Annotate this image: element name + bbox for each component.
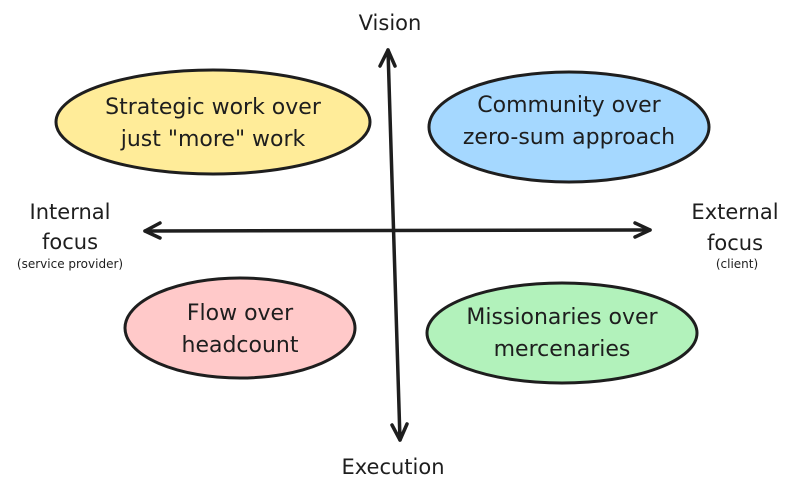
quadrant-flow: Flow over headcount <box>123 276 357 380</box>
pink-ellipse <box>123 276 357 380</box>
vertical-axis <box>386 48 402 442</box>
arrow-left-icon <box>143 221 162 240</box>
quadrant-label-line2: headcount <box>182 333 299 358</box>
axis-label-top: Vision <box>359 11 422 35</box>
green-ellipse <box>425 281 699 385</box>
axis-label-right-line1: External <box>691 200 778 224</box>
quadrant-missionaries: Missionaries over mercenaries <box>425 281 699 385</box>
quadrant-label-line2: zero-sum approach <box>463 125 675 150</box>
axis-label-left-line1: Internal <box>30 200 111 224</box>
axis-label-left-note: (service provider) <box>17 257 123 271</box>
blue-ellipse <box>427 70 711 184</box>
axis-label-right-line2: focus <box>707 231 763 255</box>
quadrant-community: Community over zero-sum approach <box>427 70 711 184</box>
axis-label-bottom: Execution <box>341 455 444 479</box>
quadrant-label-line1: Community over <box>477 93 661 118</box>
axis-label-right-note: (client) <box>716 257 758 271</box>
arrow-down-icon <box>390 422 409 442</box>
axis-label-left-line2: focus <box>42 230 98 254</box>
quadrant-label-line1: Missionaries over <box>466 305 658 330</box>
quadrant-strategic: Strategic work over just "more" work <box>54 68 372 176</box>
quadrant-label-line1: Flow over <box>187 301 294 326</box>
quadrant-label-line1: Strategic work over <box>105 95 322 120</box>
quadrant-label-line2: mercenaries <box>494 337 631 362</box>
horizontal-axis <box>143 228 652 233</box>
yellow-ellipse <box>54 68 372 176</box>
arrow-up-icon <box>378 48 397 68</box>
arrow-right-icon <box>633 221 652 239</box>
quadrant-label-line2: just "more" work <box>120 127 306 152</box>
